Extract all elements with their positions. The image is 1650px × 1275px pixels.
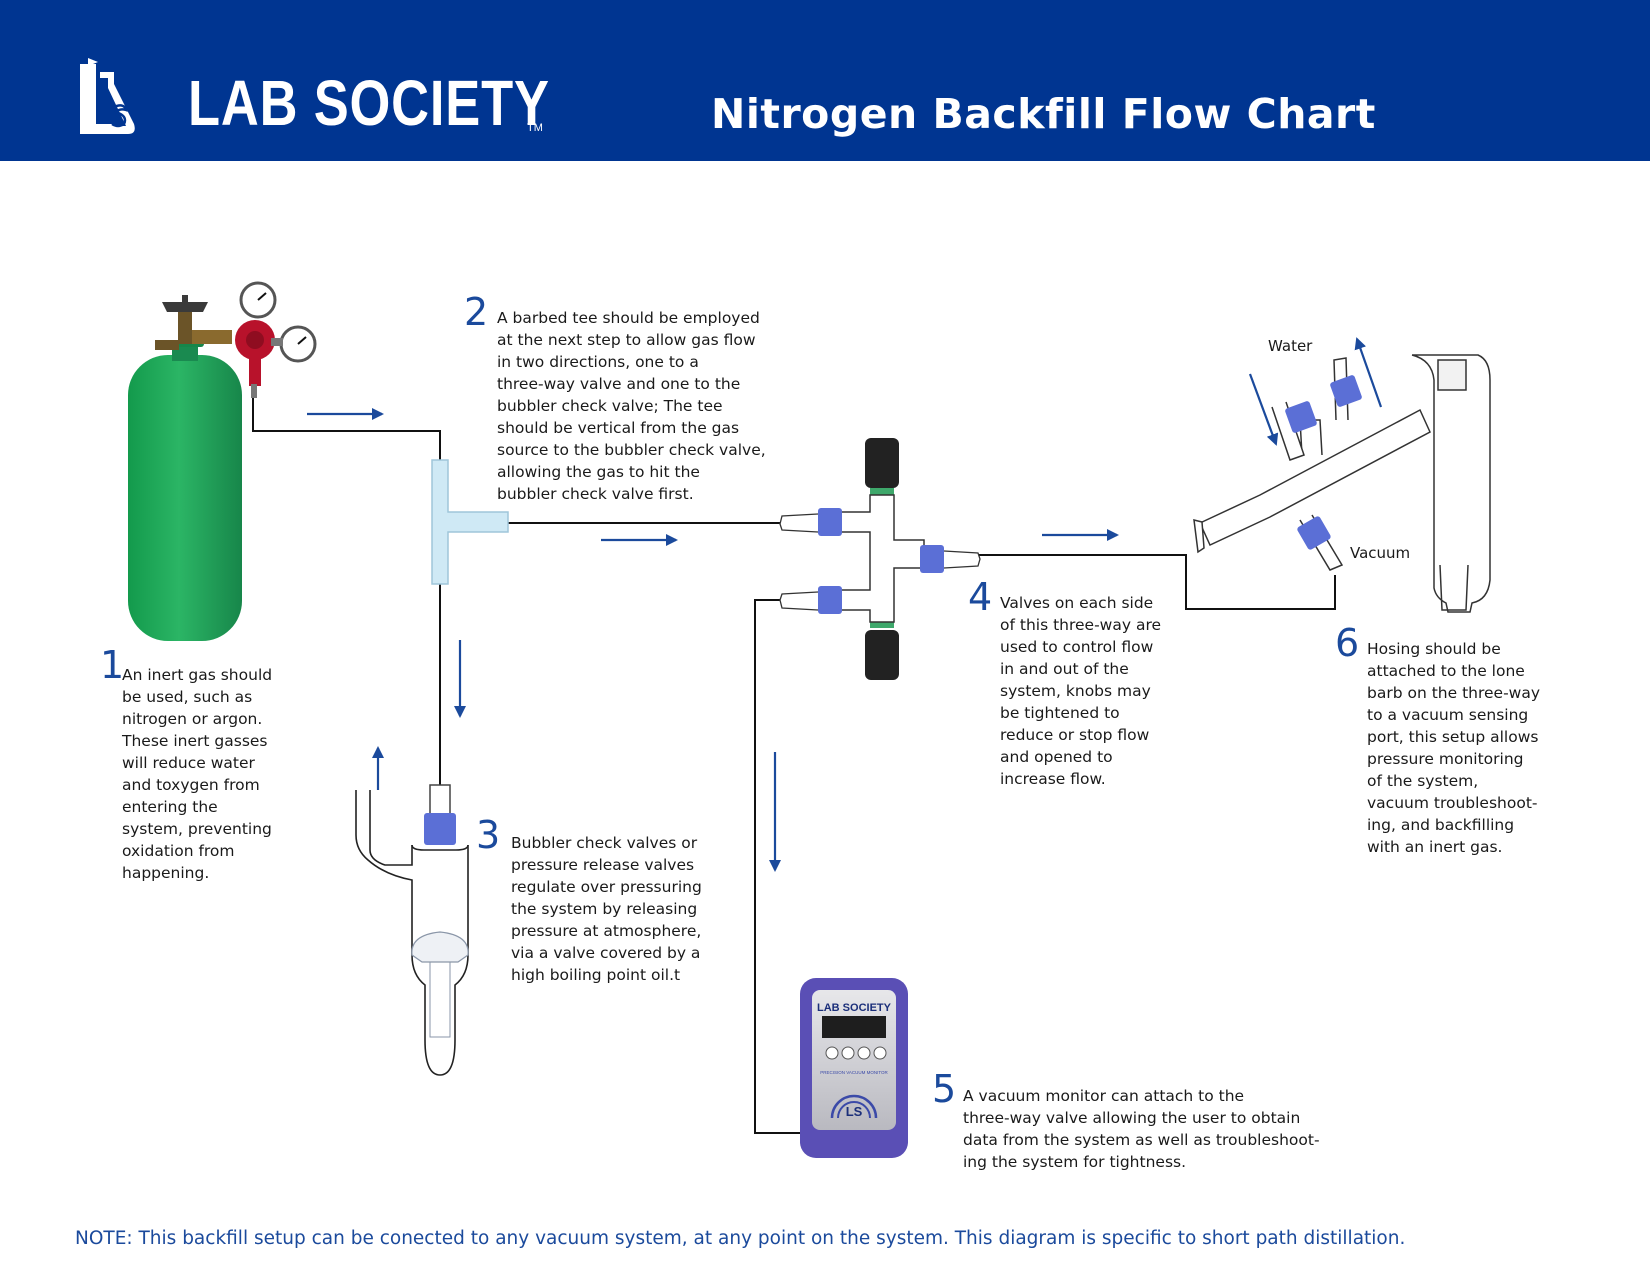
water-out-arrow — [1354, 337, 1383, 408]
tube-source-to-tee — [252, 395, 441, 462]
footer-note: NOTE: This backfill setup can be conecte… — [75, 1228, 1406, 1249]
meter-brand: LAB SOCIETY — [817, 1002, 892, 1014]
vacuum-label: Vacuum — [1350, 544, 1411, 562]
tube-threeway-to-monitor — [754, 599, 800, 1134]
trademark-mark: TM — [527, 122, 543, 134]
gas-cylinder — [128, 340, 242, 641]
lab-society-logo-icon — [80, 58, 135, 134]
step-4-text: Valves on each side of this three-way ar… — [1000, 594, 1162, 788]
meter-logo: LS — [846, 1104, 863, 1119]
step-1-text: An inert gas should be used, such as nit… — [122, 666, 273, 882]
meter-model: PRECISION VACUUM MONITOR — [820, 1070, 888, 1075]
step-5-number: 5 — [932, 1067, 957, 1111]
flow-arrows — [307, 337, 1383, 872]
tubing-lines — [252, 395, 1336, 1134]
still-head-clamps — [1285, 375, 1362, 550]
step-6-number: 6 — [1335, 621, 1360, 665]
bubbler-check-valve — [355, 784, 469, 1076]
tube-threeway-to-still — [978, 554, 1336, 610]
page-title: Nitrogen Backfill Flow Chart — [711, 90, 1376, 138]
water-label: Water — [1268, 337, 1313, 355]
step-3-text: Bubbler check valves or pressure release… — [511, 834, 702, 984]
step-1-number: 1 — [100, 643, 125, 687]
barbed-tee — [431, 459, 509, 585]
three-way-valve — [779, 438, 981, 680]
header-bar: LAB SOCIETY TM Nitrogen Backfill Flow Ch… — [0, 0, 1650, 161]
step-3-number: 3 — [476, 813, 501, 857]
gas-regulator — [155, 281, 317, 398]
step-2-number: 2 — [464, 290, 489, 334]
step-5-text: A vacuum monitor can attach to the three… — [963, 1087, 1320, 1171]
water-in-arrow — [1248, 373, 1279, 446]
step-6-text: Hosing should be attached to the lone ba… — [1367, 640, 1541, 856]
step-2-text: A barbed tee should be employed at the n… — [497, 309, 766, 503]
vacuum-monitor — [800, 978, 908, 1158]
step-4-number: 4 — [968, 575, 993, 619]
brand-name: LAB SOCIETY — [188, 67, 550, 139]
